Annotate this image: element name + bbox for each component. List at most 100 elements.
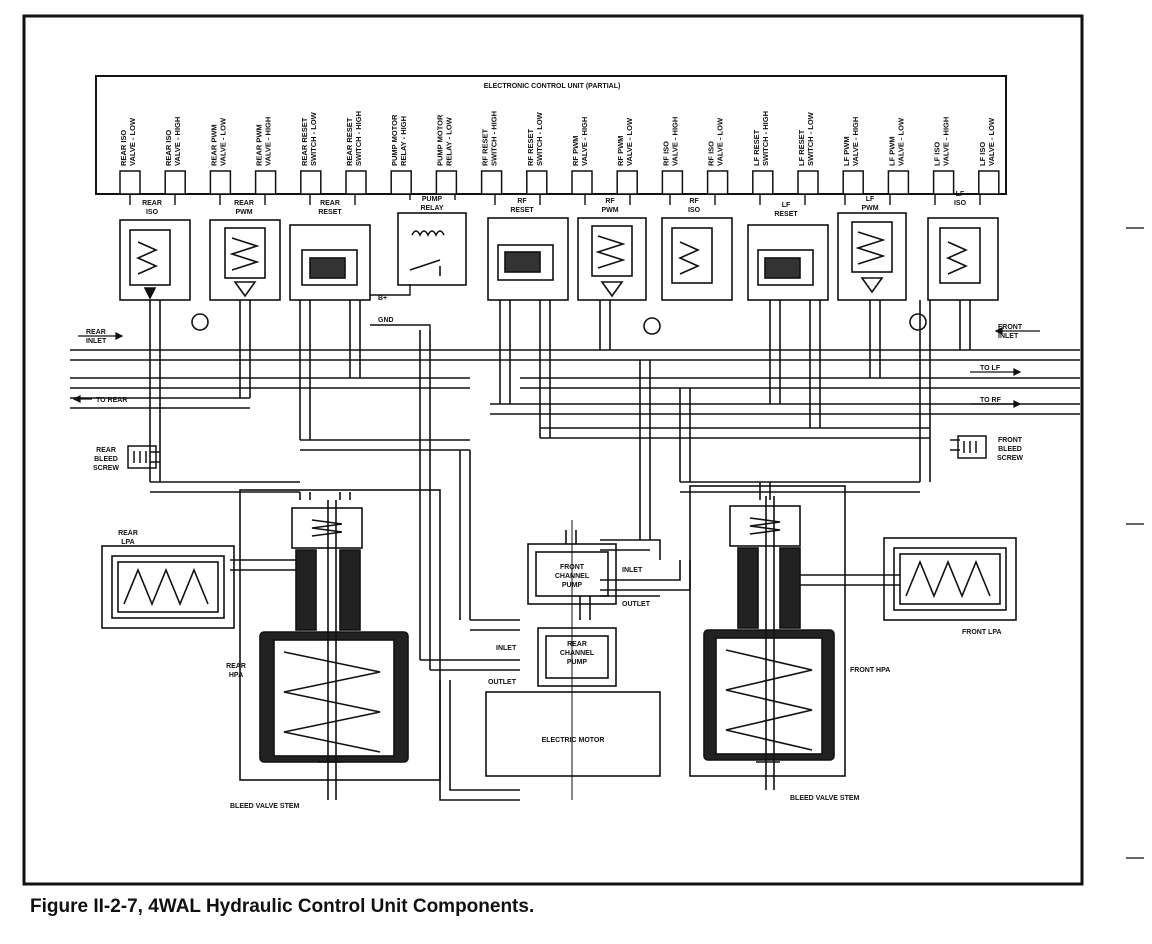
rear-bleed-label-1: REAR [96, 447, 116, 454]
rear-pump-label-3: PUMP [567, 659, 588, 666]
ecu-pin-label: RF ISO [661, 141, 670, 166]
ecu-pin-label: VALVE - HIGH [670, 117, 679, 166]
bplus-label: B+ [378, 295, 387, 302]
ecu-pin-label: REAR RESET [345, 117, 354, 166]
ecu-pin-label: VALVE - LOW [625, 117, 634, 166]
ecu-pin-label: SWITCH - LOW [309, 111, 318, 166]
ecu-pin-label: SWITCH - HIGH [354, 111, 363, 166]
ecu-pin-connector [571, 170, 593, 195]
rear-pump-outlet-label: OUTLET [488, 679, 517, 686]
front-pump-label-3: PUMP [562, 582, 583, 589]
ecu-pin-label: RF RESET [526, 128, 535, 166]
ecu-pin-label: RF RESET [481, 128, 490, 166]
hydraulic-lines [70, 300, 1080, 801]
pump-relay [397, 212, 467, 286]
to-rear-label: TO REAR [96, 397, 127, 404]
ecu-pin-label: RF PWM [616, 136, 625, 166]
to-rf-label: TO RF [980, 397, 1002, 404]
front-lpa [883, 537, 1017, 621]
flow-arrows [72, 327, 1040, 408]
rear-iso-valve [119, 219, 209, 331]
rear-pwm-valve [209, 219, 281, 301]
front-bleed-screw [957, 435, 987, 459]
ecu-pin-connector [390, 170, 412, 195]
lf-reset-label-2: RESET [774, 211, 798, 218]
ecu-pin-label: PUMP MOTOR [435, 114, 444, 166]
ecu-pin-label: VALVE - HIGH [942, 117, 951, 166]
ecu-pin-label: PUMP MOTOR [390, 114, 399, 166]
ecu-pin-connector [661, 170, 684, 195]
rear-hpa-label-1: REAR [226, 663, 246, 670]
ecu-pin-label: VALVE - HIGH [173, 117, 182, 166]
ecu-pin-label: VALVE - HIGH [851, 117, 860, 166]
ecu-pin-label: VALVE - HIGH [264, 117, 273, 166]
ecu-pin-label: VALVE - LOW [987, 117, 996, 166]
rear-channel-pump [537, 627, 617, 687]
rf-pwm-label-1: RF [605, 198, 615, 205]
ecu-pin-label: RF ISO [707, 141, 716, 166]
ecu-pin-connector [526, 170, 548, 195]
front-bleed-label-3: SCREW [997, 455, 1023, 462]
ecu-pin-label: RELAY - HIGH [399, 116, 408, 166]
lf-reset-label-1: LF [782, 202, 791, 209]
ecu-pin-label: VALVE - LOW [896, 117, 905, 166]
ecu-pin-connector [254, 170, 277, 195]
lf-reset-valve [747, 224, 829, 301]
rf-reset-label-1: RF [517, 198, 527, 205]
lf-pwm-valve [837, 212, 907, 301]
rear-pwm-label-1: REAR [234, 200, 254, 207]
rear-pump-label-2: CHANNEL [560, 650, 595, 657]
electric-motor-label: ELECTRIC MOTOR [542, 737, 605, 744]
ecu-pin-label: VALVE - LOW [218, 117, 227, 166]
front-pump-label-2: CHANNEL [555, 573, 590, 580]
ecu-pin-label: REAR RESET [300, 117, 309, 166]
lf-iso-valve [909, 217, 999, 331]
front-bleed-label-2: BLEED [998, 446, 1022, 453]
front-inlet-label-1: FRONT [998, 324, 1023, 331]
ecu-pin-connector [300, 170, 322, 195]
ecu-pin-connector [978, 170, 1000, 195]
ecu-pin-label: LF PWM [842, 136, 851, 166]
ecu-pin-label: REAR PWM [255, 124, 264, 166]
bleed-valve-stem-right-label: BLEED VALVE STEM [790, 795, 860, 802]
front-pump-outlet-label: OUTLET [622, 601, 651, 608]
rear-inlet-label-2: INLET [86, 338, 107, 345]
ecu-pin-label: RF PWM [571, 136, 580, 166]
ecu-pin-label: VALVE - LOW [716, 117, 725, 166]
rear-hpa [239, 489, 441, 800]
ecu-pin-label: SWITCH - LOW [535, 111, 544, 166]
ecu-pin-connector [119, 170, 141, 195]
lf-iso-label-1: LF [956, 191, 965, 198]
front-inlet-label-2: INLET [998, 333, 1019, 340]
diagram-labels: B+ GND REAR INLET FRONT INLET TO REAR TO… [86, 295, 1023, 810]
ecu-pin-connector [932, 170, 955, 195]
to-lf-label: TO LF [980, 365, 1001, 372]
rear-lpa [101, 545, 235, 629]
lf-pwm-label-2: PWM [861, 205, 878, 212]
rear-pwm-label-2: PWM [235, 209, 252, 216]
ecu-pin-label: REAR ISO [164, 130, 173, 166]
ecu-pin-label: SWITCH - LOW [806, 111, 815, 166]
ecu-pin-label: REAR PWM [209, 124, 218, 166]
electric-motor [485, 520, 661, 800]
rf-reset-label-2: RESET [510, 207, 534, 214]
front-hpa-label: FRONT HPA [850, 667, 890, 674]
ecu-pin-connector [616, 170, 638, 195]
front-pump-label-1: FRONT [560, 564, 585, 571]
rear-hpa-label-2: HPA [229, 672, 243, 679]
